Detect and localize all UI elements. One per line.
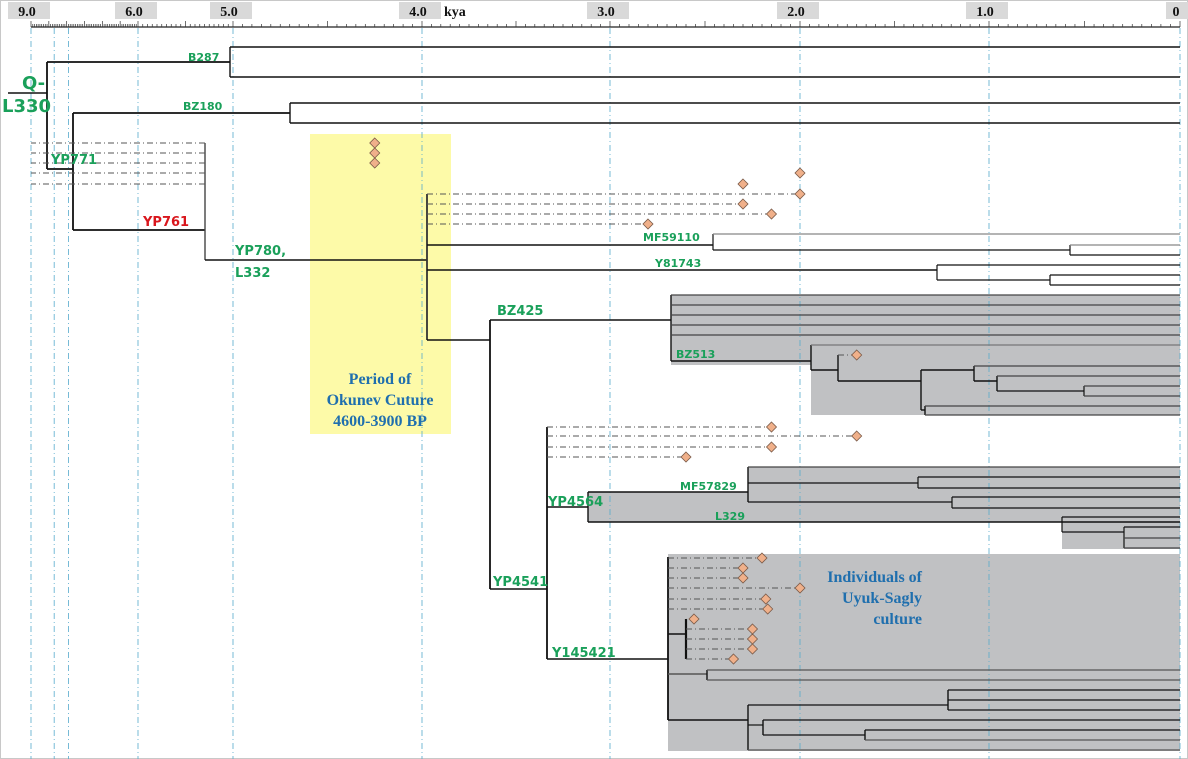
ancient-sample-marker bbox=[765, 208, 778, 220]
okunev-period-band bbox=[310, 134, 451, 434]
node-label-yp4564: YP4564 bbox=[547, 495, 603, 510]
okunev-annotation-line1: Period of bbox=[349, 371, 412, 388]
axis-tick-label: 0 bbox=[1173, 5, 1180, 20]
node-label-bz425: BZ425 bbox=[497, 304, 543, 319]
axis-tick-label: 3.0 bbox=[597, 5, 615, 20]
node-label-b287: B287 bbox=[188, 51, 219, 64]
axis-tick-label-bg bbox=[1166, 2, 1188, 19]
ancient-sample-marker bbox=[680, 451, 692, 463]
axis-tick-label: 1.0 bbox=[976, 5, 994, 20]
ancient-sample-marker bbox=[737, 178, 749, 190]
ancient-sample-marker bbox=[737, 198, 749, 210]
uyuk-annotation-line1: Individuals of bbox=[827, 569, 922, 586]
axis-tick-label: 4.0 bbox=[409, 5, 427, 20]
node-label-yp780: YP780, bbox=[234, 244, 286, 259]
node-label-bz180: BZ180 bbox=[183, 100, 223, 113]
node-label-l332: L332 bbox=[235, 266, 270, 281]
axis-tick-label-bg bbox=[115, 2, 157, 19]
node-label-yp771: YP771 bbox=[50, 153, 97, 168]
node-label-root-line1: Q- bbox=[22, 73, 45, 94]
ancient-sample-marker bbox=[794, 582, 806, 594]
node-label-y145421: Y145421 bbox=[551, 646, 616, 661]
okunev-annotation-line3: 4600-3900 BP bbox=[333, 413, 427, 430]
axis-tick-label-bg bbox=[777, 2, 819, 19]
clade-shade-y145421 bbox=[668, 554, 1180, 751]
ancient-sample-marker bbox=[727, 653, 740, 665]
node-label-yp761: YP761 bbox=[142, 215, 189, 230]
node-label-yp4541: YP4541 bbox=[492, 575, 548, 590]
ancient-sample-marker bbox=[794, 167, 806, 179]
axis-unit-label: kya bbox=[444, 5, 466, 20]
ancient-sample-marker bbox=[756, 552, 768, 564]
ancient-sample-marker bbox=[760, 593, 772, 605]
ancient-sample-marker bbox=[737, 572, 749, 584]
tree-branches bbox=[8, 46, 1180, 751]
uyuk-annotation-line2: Uyuk-Sagly bbox=[842, 590, 922, 607]
ancient-sample-marker bbox=[762, 603, 774, 615]
axis-tick-label-bg bbox=[587, 2, 629, 19]
ancient-sample-marker bbox=[765, 441, 778, 453]
axis-tick-label-bg bbox=[210, 2, 252, 19]
ancient-sample-marker bbox=[765, 421, 778, 433]
axis-tick-label: 2.0 bbox=[787, 5, 805, 20]
node-label-y81743: Y81743 bbox=[654, 257, 701, 270]
axis-tick-label: 9.0 bbox=[18, 5, 36, 20]
node-label-mf59110: MF59110 bbox=[643, 231, 700, 244]
clade-shade-bz513 bbox=[811, 345, 1180, 415]
node-label-bz513: BZ513 bbox=[676, 348, 715, 361]
axis-tick-label-bg bbox=[966, 2, 1008, 19]
axis-tick-label-bg bbox=[399, 2, 441, 19]
axis-tick-label: 5.0 bbox=[220, 5, 238, 20]
ancient-sample-marker bbox=[642, 218, 654, 230]
gridlines bbox=[30, 28, 1181, 759]
uyuk-annotation-line3: culture bbox=[873, 611, 922, 628]
axis-tick-label-bg bbox=[8, 2, 50, 19]
background-layer bbox=[310, 134, 1180, 751]
ancient-sample-marker bbox=[369, 157, 381, 169]
time-axis: 9.0 6.0 5.0 4.0 3.0 2.0 1.0 0 kya bbox=[8, 2, 1188, 28]
node-label-root-line2: L330 bbox=[2, 96, 51, 117]
ancient-sample-markers bbox=[369, 137, 863, 665]
ancient-sample-marker bbox=[851, 349, 863, 361]
ancient-sample-marker bbox=[746, 643, 759, 655]
ancient-sample-marker bbox=[688, 613, 700, 625]
okunev-annotation-line2: Okunev Cuture bbox=[327, 392, 434, 409]
node-label-mf57829: MF57829 bbox=[680, 480, 737, 493]
ancient-sample-marker bbox=[851, 430, 863, 442]
axis-tick-label: 6.0 bbox=[125, 5, 143, 20]
node-label-l329: L329 bbox=[715, 510, 745, 523]
ancient-sample-marker bbox=[794, 188, 806, 200]
